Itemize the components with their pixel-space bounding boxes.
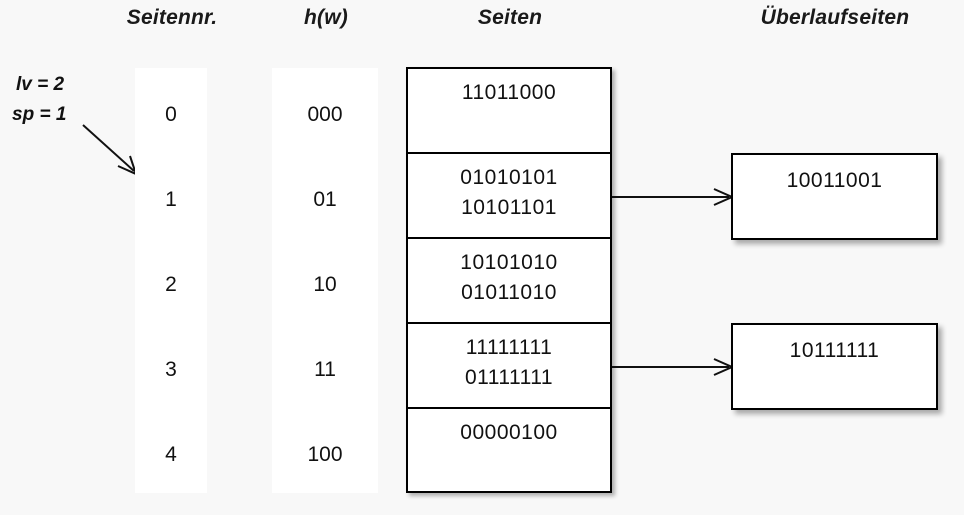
column-header-seiten: Seiten — [477, 6, 543, 29]
column-header-ueberlaufseiten: Überlaufseiten — [760, 6, 910, 29]
column-header-seitennr: Seitennr. — [126, 6, 218, 29]
overflow-page-box: 10011001 — [731, 153, 938, 240]
page-row: 11011000 — [408, 69, 610, 154]
page-number-cell: 2 — [165, 273, 177, 296]
column-header-hash: h(w) — [304, 6, 348, 29]
overflow-connector-arrow-icon — [612, 358, 734, 376]
page-entry: 10101010 — [460, 251, 558, 274]
column-page-numbers: 0 1 2 3 4 — [135, 68, 207, 493]
page-number-cell: 3 — [165, 358, 177, 381]
page-entry: 01011010 — [461, 281, 557, 304]
hash-value-cell: 11 — [314, 358, 336, 381]
hash-value-cell: 01 — [313, 188, 337, 211]
hash-value-cell: 100 — [307, 443, 343, 466]
page-number-cell: 0 — [165, 103, 177, 126]
page-row: 10101010 01011010 — [408, 239, 610, 324]
page-entry: 11011000 — [461, 81, 557, 104]
overflow-entry: 10011001 — [786, 169, 883, 192]
column-hash-values: 000 01 10 11 100 — [272, 68, 378, 493]
page-number-cell: 1 — [165, 188, 177, 211]
page-entry: 11111111 — [465, 336, 553, 359]
param-sp-label: sp = 1 — [12, 104, 67, 125]
hash-value-cell: 000 — [307, 103, 343, 126]
page-entry: 01010101 — [460, 166, 558, 189]
page-row: 00000100 — [408, 409, 610, 494]
page-entry: 01111111 — [464, 366, 554, 389]
overflow-entry: 10111111 — [789, 339, 880, 362]
page-row: 01010101 10101101 — [408, 154, 610, 239]
page-entry: 00000100 — [460, 421, 558, 444]
overflow-connector-arrow-icon — [612, 188, 734, 206]
page-row: 11111111 01111111 — [408, 324, 610, 409]
page-number-cell: 4 — [165, 443, 177, 466]
page-entry: 10101101 — [461, 196, 557, 219]
overflow-page-box: 10111111 — [731, 323, 938, 410]
pages-table: 11011000 01010101 10101101 10101010 0101… — [406, 67, 612, 493]
hash-value-cell: 10 — [313, 273, 337, 296]
param-lv-label: lv = 2 — [16, 74, 65, 95]
